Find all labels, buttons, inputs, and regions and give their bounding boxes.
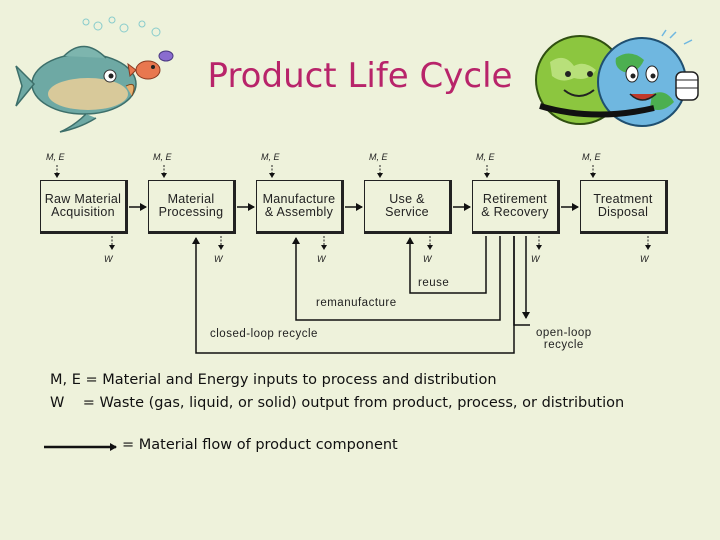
loop-label-remanufacture: remanufacture — [316, 297, 397, 309]
output-label-w: W — [104, 254, 113, 264]
fish-illustration — [15, 16, 174, 133]
input-label-me: M, E — [582, 152, 601, 162]
input-label-me: M, E — [476, 152, 495, 162]
output-label-w: W — [531, 254, 540, 264]
loop-label-open-loop-recycle: open-loop recycle — [536, 327, 592, 351]
stage-retirement-recovery: Retirement & Recovery — [472, 180, 560, 234]
stage-treatment-disposal: Treatment Disposal — [580, 180, 668, 234]
page-title: Product Life Cycle — [207, 56, 513, 96]
output-label-w: W — [423, 254, 432, 264]
legend-flow-label: = Material flow of product component — [122, 437, 398, 453]
stage-use-service: Use & Service — [364, 180, 452, 234]
legend-me: M, E = Material and Energy inputs to pro… — [50, 372, 497, 388]
loop-label-closed-loop-recycle: closed-loop recycle — [210, 328, 318, 340]
stage-manufacture-assembly: Manufacture & Assembly — [256, 180, 344, 234]
output-label-w: W — [640, 254, 649, 264]
legend-w: W = Waste (gas, liquid, or solid) output… — [50, 395, 625, 411]
input-label-me: M, E — [369, 152, 388, 162]
stage-raw-material-acquisition: Raw Material Acquisition — [40, 180, 128, 234]
input-arrows — [54, 165, 596, 178]
stage-material-processing: Material Processing — [148, 180, 236, 234]
input-label-me: M, E — [46, 152, 65, 162]
input-label-me: M, E — [153, 152, 172, 162]
output-label-w: W — [317, 254, 326, 264]
output-arrows — [109, 236, 651, 250]
recycle-loops — [192, 236, 530, 354]
globes-illustration — [535, 29, 699, 127]
output-label-w: W — [214, 254, 223, 264]
loop-label-reuse: reuse — [418, 277, 450, 289]
input-label-me: M, E — [261, 152, 280, 162]
